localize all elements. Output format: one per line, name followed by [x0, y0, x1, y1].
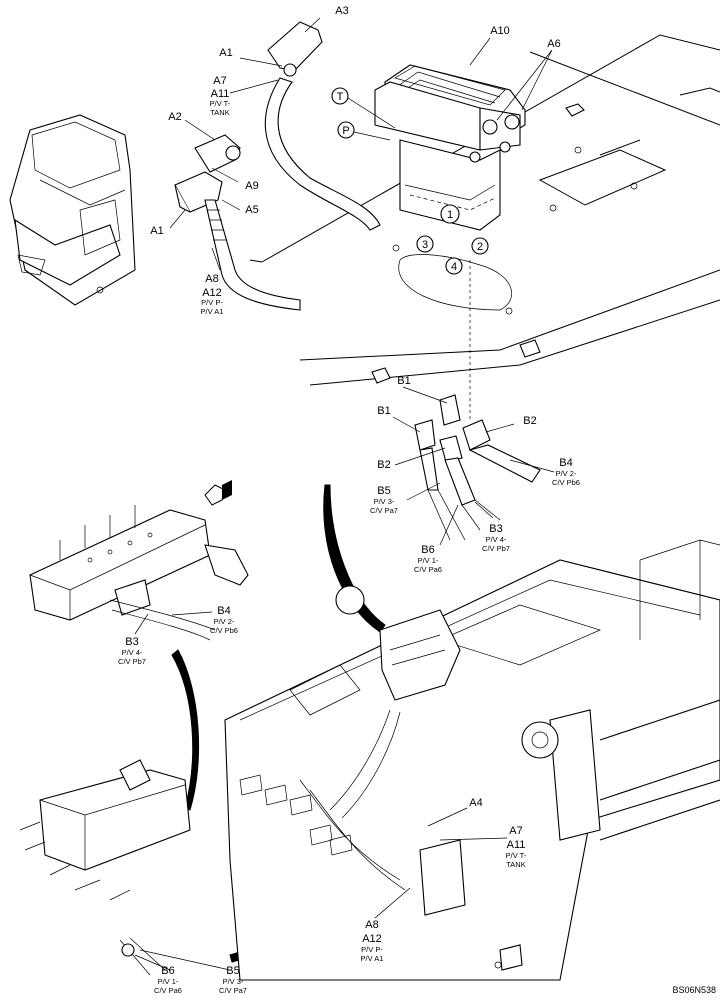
label-b4-valve-desc-1: P/V 2-	[214, 617, 235, 626]
label-a7-top: A7	[213, 75, 226, 87]
tank-and-pressure-hoses	[174, 21, 381, 311]
label-a3: A3	[335, 5, 348, 17]
port-3-label: 3	[422, 239, 428, 251]
label-b4-mid: B4	[559, 457, 572, 469]
label-a11-bot: A11	[507, 839, 526, 851]
label-b2-b: B2	[377, 459, 390, 471]
label-b3-valve-desc-2: C/V Pb7	[118, 657, 146, 666]
label-b6-bot-desc-2: C/V Pa6	[154, 986, 182, 995]
label-a8-bot: A8	[365, 919, 378, 931]
label-a12-top: A12	[202, 287, 222, 299]
label-a6: A6	[547, 38, 560, 50]
pilot-valve-assembly	[374, 64, 526, 311]
label-b6-mid-desc-2: C/V Pa6	[414, 565, 442, 574]
label-b5-bot-desc-2: C/V Pa7	[219, 986, 247, 995]
label-a8a12-bot-desc-1: P/V P-	[361, 945, 383, 954]
label-a10: A10	[490, 25, 510, 37]
port-1-label: 1	[447, 209, 453, 221]
label-a12-bot: A12	[362, 933, 382, 945]
label-b5-bot-desc-1: P/V 3-	[223, 977, 244, 986]
port-p-label: P	[342, 125, 349, 137]
machine-frame	[224, 539, 720, 981]
label-a8a12-top-desc-1: P/V P-	[201, 298, 223, 307]
label-b2-a: B2	[523, 415, 536, 427]
label-b5-mid-desc-2: C/V Pa7	[370, 506, 398, 515]
label-a1-left: A1	[150, 225, 163, 237]
label-b6-bot-desc-1: P/V 1-	[158, 977, 179, 986]
label-a8-top: A8	[205, 273, 218, 285]
label-b3-mid: B3	[489, 523, 502, 535]
label-a5: A5	[245, 204, 258, 216]
label-a7a11-bot-desc-1: P/V T-	[506, 851, 527, 860]
label-b4-valve: B4	[217, 605, 230, 617]
label-a2: A2	[168, 111, 181, 123]
label-b3-valve-desc-1: P/V 4-	[122, 648, 143, 657]
label-a9: A9	[245, 180, 258, 192]
callout-labels: A3 A1 A7 A11 P/V T- TANK A2 A9 A5 A1 A8 …	[118, 5, 716, 995]
label-a11-top: A11	[211, 88, 230, 100]
floor-plate	[249, 34, 720, 386]
label-a7-bot: A7	[509, 825, 522, 837]
label-a8a12-top-desc-2: P/V A1	[201, 307, 224, 316]
label-b6-bot: B6	[161, 965, 174, 977]
label-b3-mid-desc-1: P/V 4-	[486, 535, 507, 544]
control-valve-lower	[19, 759, 191, 976]
label-b1-b: B1	[377, 405, 390, 417]
label-a7a11-top-desc-1: P/V T-	[210, 99, 231, 108]
label-b6-mid-desc-1: P/V 1-	[418, 556, 439, 565]
figure-id: BS06N538	[672, 985, 716, 995]
label-b3-valve: B3	[125, 636, 138, 648]
label-b5-bot: B5	[226, 965, 239, 977]
port-t-label: T	[337, 91, 344, 103]
label-a7a11-bot-desc-2: TANK	[506, 860, 525, 869]
control-valve-upper	[29, 505, 249, 641]
pilot-valve-ports: 1 3 2 4 T P	[331, 87, 489, 420]
label-a7a11-top-desc-2: TANK	[210, 108, 229, 117]
label-a4: A4	[469, 797, 482, 809]
label-b4-valve-desc-2: C/V Pb6	[210, 626, 238, 635]
label-b5-mid: B5	[377, 485, 390, 497]
label-b5-mid-desc-1: P/V 3-	[374, 497, 395, 506]
label-b3-mid-desc-2: C/V Pb7	[482, 544, 510, 553]
label-a8a12-bot-desc-2: P/V A1	[361, 954, 384, 963]
excavator-cab-inset	[9, 114, 136, 306]
label-b4-mid-desc-2: C/V Pb6	[552, 478, 580, 487]
label-b4-mid-desc-1: P/V 2-	[556, 469, 577, 478]
label-b6-mid: B6	[421, 544, 434, 556]
leader-lines	[134, 17, 555, 971]
port-4-label: 4	[451, 261, 457, 273]
port-2-label: 2	[477, 241, 483, 253]
label-b1-a: B1	[397, 375, 410, 387]
label-a1-top: A1	[219, 47, 232, 59]
pilot-hose-fittings	[414, 394, 541, 541]
